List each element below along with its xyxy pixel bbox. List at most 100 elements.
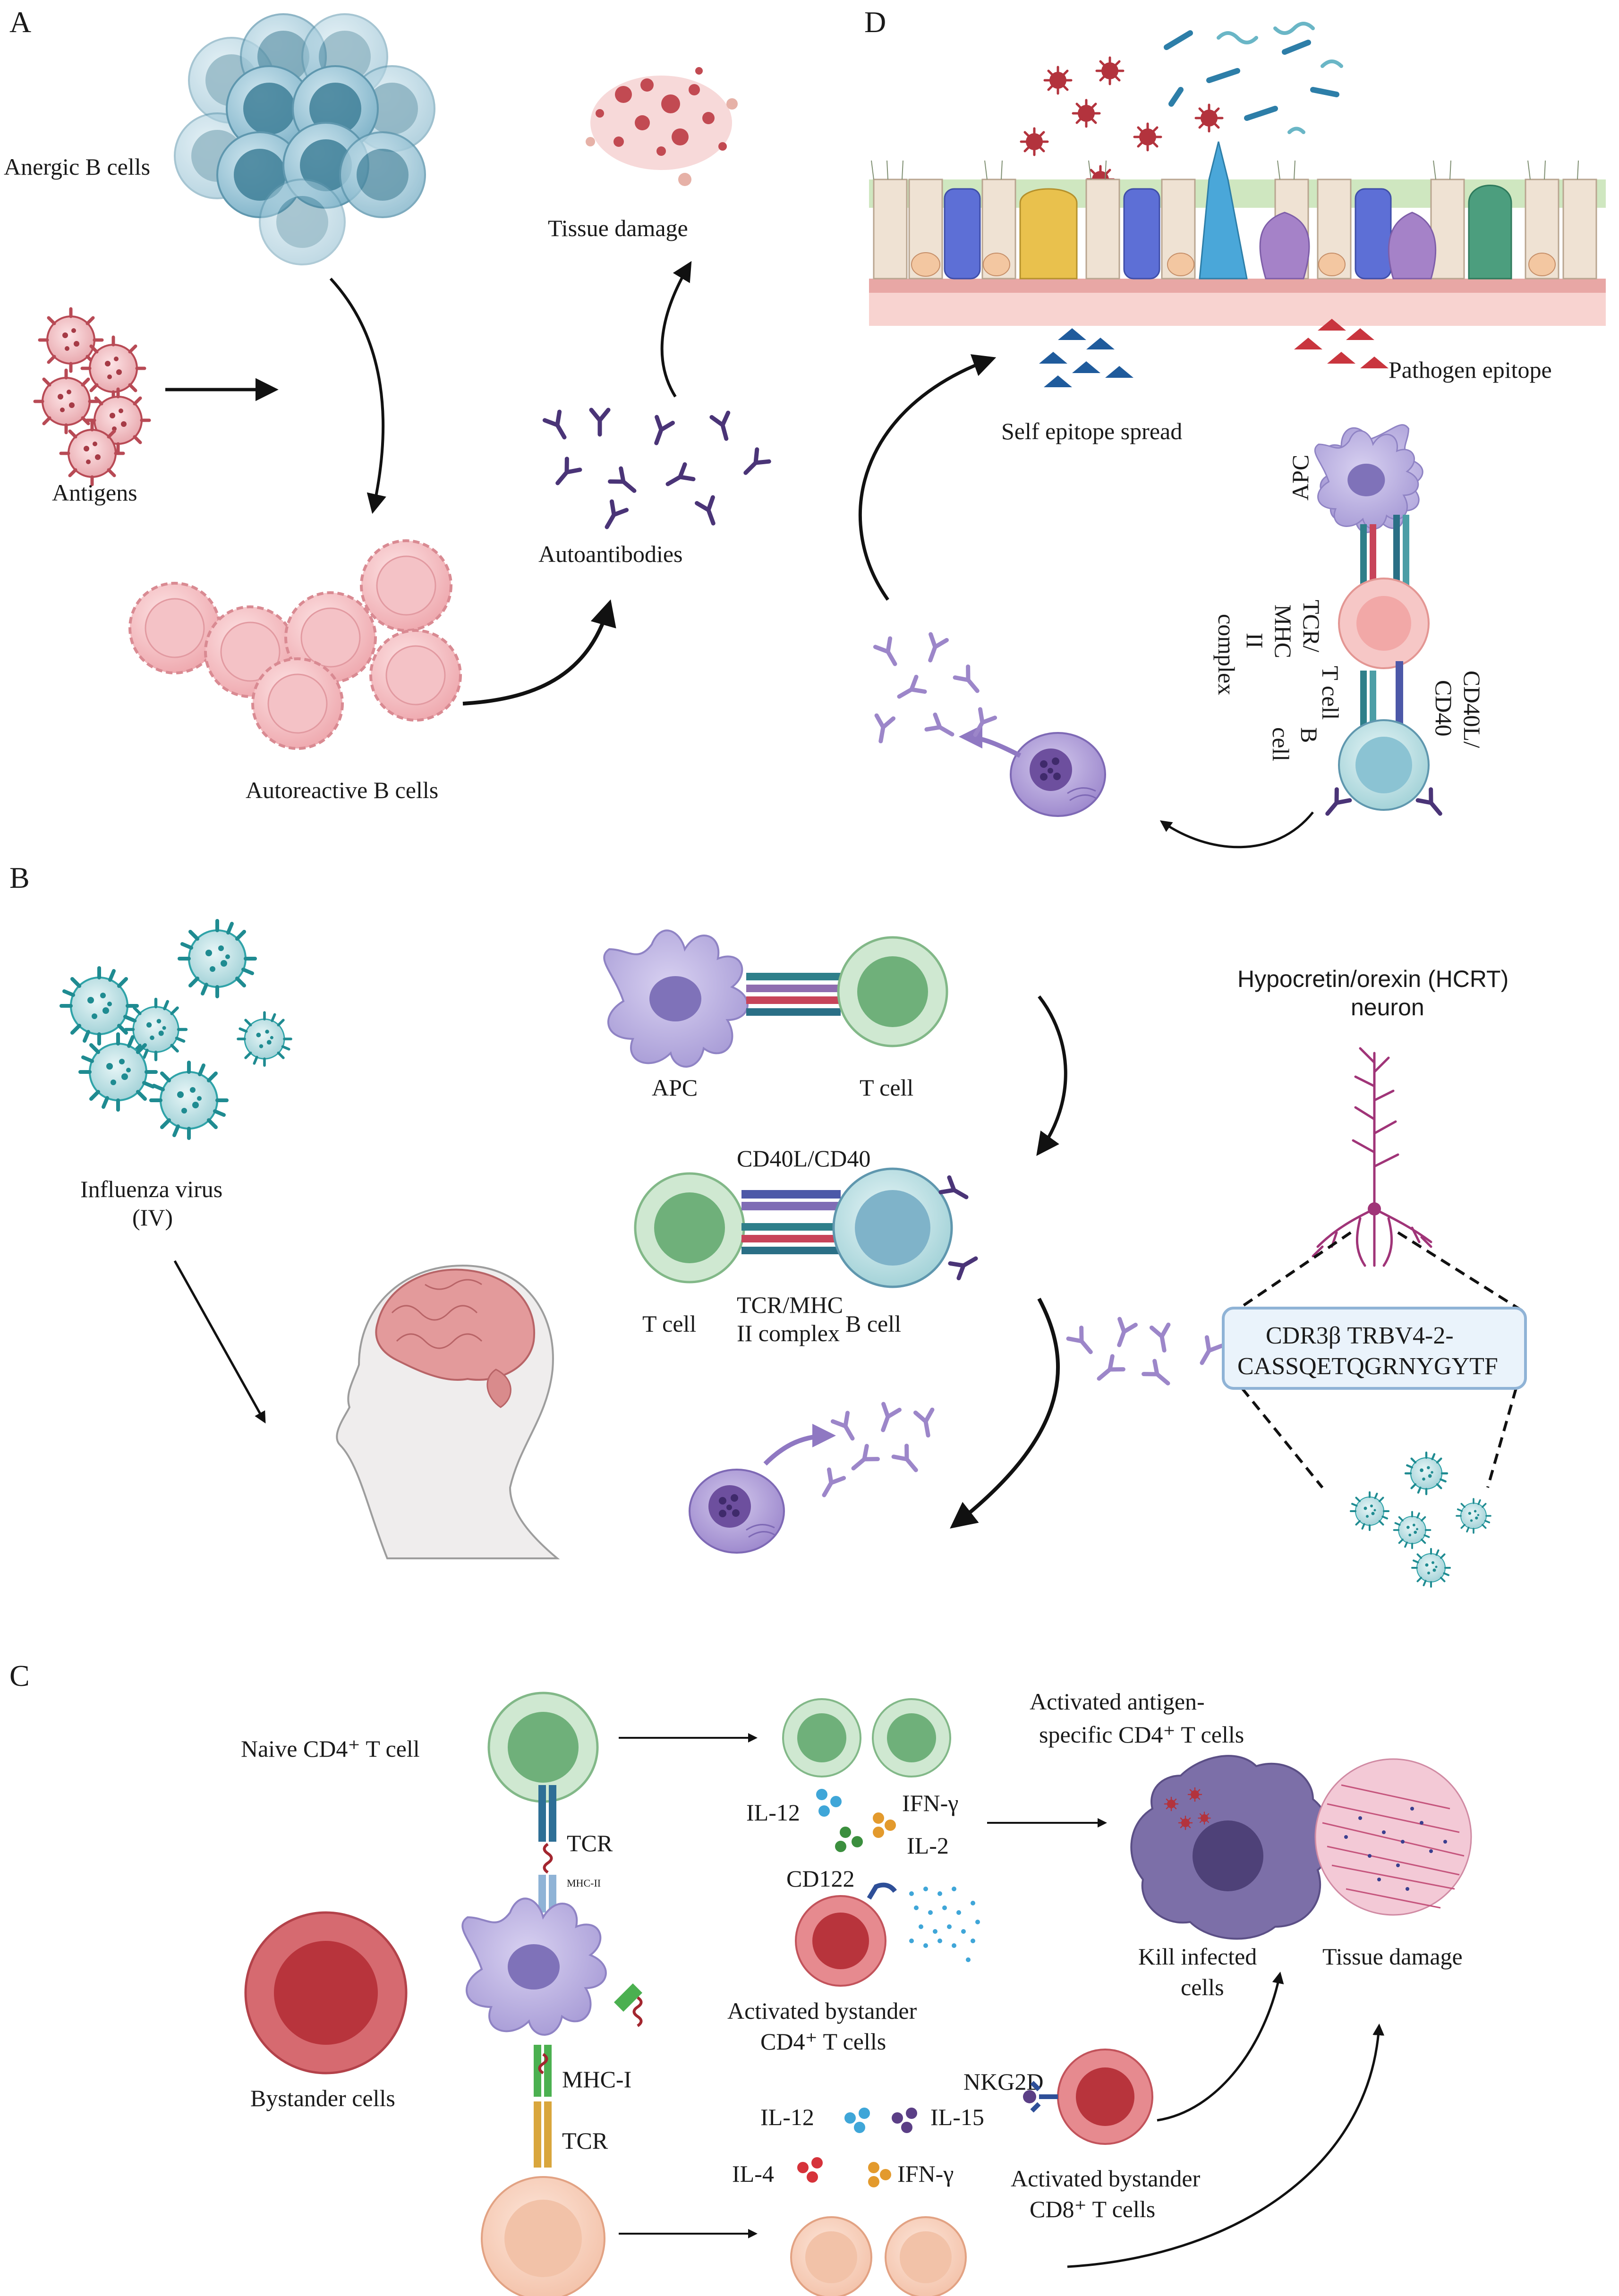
autoreactive-b-cells-cluster — [130, 541, 460, 748]
autoantibodies-group — [545, 410, 769, 531]
tcr-bridge-b-top — [746, 973, 841, 1016]
bystander-cell — [244, 1911, 408, 2075]
cdr-sequence-box: CDR3β TRBV4-2- CASSQETQGRNYGYTF — [1222, 1307, 1527, 1390]
activated-bystander-cd4-line2: CD4⁺ T cells — [760, 2028, 886, 2055]
activated-bystander-cd8-line2: CD8⁺ T cells — [1030, 2196, 1155, 2222]
activated-bystander-cd8-line1: Activated bystander — [1011, 2165, 1201, 2192]
apc-cell-c — [461, 1897, 607, 2036]
plasma-secretion-arrow-d — [959, 725, 1022, 758]
tissue-damage-label-c: Tissue damage — [1322, 1943, 1463, 1970]
il4-label: IL-4 — [732, 2160, 774, 2187]
cd40l-label-d-1: CD40L/ — [1459, 671, 1485, 748]
activation-arrow-b-1 — [1036, 995, 1067, 1156]
b-cell-d — [1321, 719, 1447, 819]
cdr-sequence-line2: CASSQETQGRNYGYTF — [1237, 1353, 1498, 1380]
b-cell-label-b: B cell — [845, 1310, 901, 1337]
tcr-top-label: TCR — [567, 1830, 613, 1856]
antibodies-b-bottom — [817, 1404, 937, 1499]
tcr-label-d-1: TCR/ — [1298, 600, 1325, 652]
activated-cd8-cells — [790, 2216, 967, 2296]
brain-head-icon — [336, 1264, 560, 1559]
t-cell-d — [1338, 578, 1430, 669]
anergic-b-cells-cluster — [174, 13, 435, 265]
activated-t-cell-2 — [872, 1698, 951, 1777]
receptor-bridge-b-bottom — [741, 1190, 841, 1254]
activated-t-cell-1 — [782, 1698, 861, 1777]
cytokines-top — [816, 1789, 896, 1852]
t-cell-label-d: T cell — [1317, 666, 1344, 720]
mhc1-label: MHC-I — [562, 2066, 631, 2092]
cd40l-label-d-2: CD40 — [1431, 680, 1457, 736]
t-cell-label-b-bottom: T cell — [642, 1310, 696, 1337]
plasma-cell-b — [689, 1469, 785, 1554]
anergic-to-autoreactive-arrow — [329, 277, 386, 514]
influenza-virus-cluster — [61, 921, 291, 1138]
autoantibodies-label: Autoantibodies — [538, 541, 683, 567]
tcr-label-d-4: complex — [1213, 614, 1240, 695]
il12-top-label: IL-12 — [746, 1799, 800, 1826]
influenza-label-line1: Influenza virus — [80, 1176, 222, 1202]
cd8-to-damage-arrow — [1067, 2024, 1385, 2268]
mhc1-tcr-stack — [534, 2045, 552, 2168]
cd122-label: CD122 — [786, 1865, 854, 1892]
tcr-label-d-3: II — [1242, 633, 1268, 648]
panel-d: D — [858, 5, 1606, 849]
il2-spray — [909, 1887, 980, 1962]
apc-cell-b — [603, 929, 749, 1068]
bystander-cells-label: Bystander cells — [250, 2085, 395, 2111]
b-cell-label-d-2: cell — [1268, 727, 1294, 761]
mhc2-label: MHC-II — [567, 1877, 601, 1889]
apc-label-b: APC — [652, 1074, 698, 1101]
il12-bottom-label: IL-12 — [760, 2104, 814, 2130]
plasma-secretion-arrow-b — [763, 1424, 836, 1466]
naive-cd8-t-cell — [481, 2176, 605, 2296]
cytokines-bottom — [797, 2108, 917, 2187]
antigens-cluster — [35, 309, 149, 485]
panel-b: B Influenza virus (IV) — [9, 861, 1527, 1588]
t-cell-b-top — [838, 937, 947, 1046]
pathogen-epitope-cluster — [1294, 319, 1389, 368]
antibodies-d — [872, 634, 995, 742]
tissue-damage-debris — [586, 67, 738, 186]
tissue-damage-label: Tissue damage — [548, 215, 688, 241]
epithelium-icon — [869, 141, 1606, 326]
activated-antigen-line2: specific CD4⁺ T cells — [1039, 1721, 1244, 1748]
t-cell-label-b-top: T cell — [860, 1074, 913, 1101]
antibodies-b-middle — [1068, 1319, 1222, 1390]
hcrt-label-line2: neuron — [1351, 994, 1424, 1020]
neuron-icon — [1312, 1047, 1432, 1267]
pathogens-above-epithelium — [1021, 22, 1343, 193]
influenza-to-brain-arrow — [173, 1260, 266, 1424]
epitope-spread-cycle-arrow — [858, 354, 997, 601]
kill-infected-line1: Kill infected — [1138, 1943, 1257, 1970]
virus-icon — [1350, 1453, 1491, 1588]
panel-a: A Anergic B cells Antigens — [4, 5, 769, 803]
activation-arrow-b-2 — [950, 1298, 1060, 1529]
b-cell-label-d-1: B — [1296, 727, 1322, 743]
antigens-label: Antigens — [52, 479, 137, 506]
infected-cell — [1130, 1755, 1332, 1940]
panel-a-letter: A — [9, 5, 31, 39]
panel-d-letter: D — [864, 5, 886, 39]
activated-bystander-cd8-cell — [1023, 2049, 1153, 2145]
tcr-mhc2-stack — [538, 1785, 556, 1913]
tcr-bottom-label: TCR — [562, 2127, 608, 2154]
dashed-connectors — [1232, 1231, 1526, 1488]
activated-antigen-line1: Activated antigen- — [1030, 1688, 1205, 1715]
il2-label: IL-2 — [907, 1832, 949, 1859]
kill-infected-line2: cells — [1181, 1974, 1224, 2000]
self-epitope-cluster — [1039, 328, 1133, 387]
autoreactive-b-cells-label: Autoreactive B cells — [246, 777, 438, 803]
influenza-label-line2: (IV) — [132, 1204, 173, 1231]
panel-c-letter: C — [9, 1659, 30, 1692]
self-epitope-label: Self epitope spread — [1001, 418, 1182, 444]
anergic-b-cells-label: Anergic B cells — [4, 153, 150, 180]
activated-bystander-cd4-cell — [795, 1882, 897, 1987]
tcr-label-d-2: MHC — [1270, 604, 1296, 658]
pathogen-epitope-label: Pathogen epitope — [1389, 357, 1552, 383]
histology-icon — [1314, 1758, 1472, 1916]
panel-b-letter: B — [9, 861, 30, 894]
plasma-cell-d — [1010, 732, 1106, 817]
b-cell-b — [832, 1167, 980, 1288]
activated-bystander-cd4-line1: Activated bystander — [727, 1998, 917, 2024]
